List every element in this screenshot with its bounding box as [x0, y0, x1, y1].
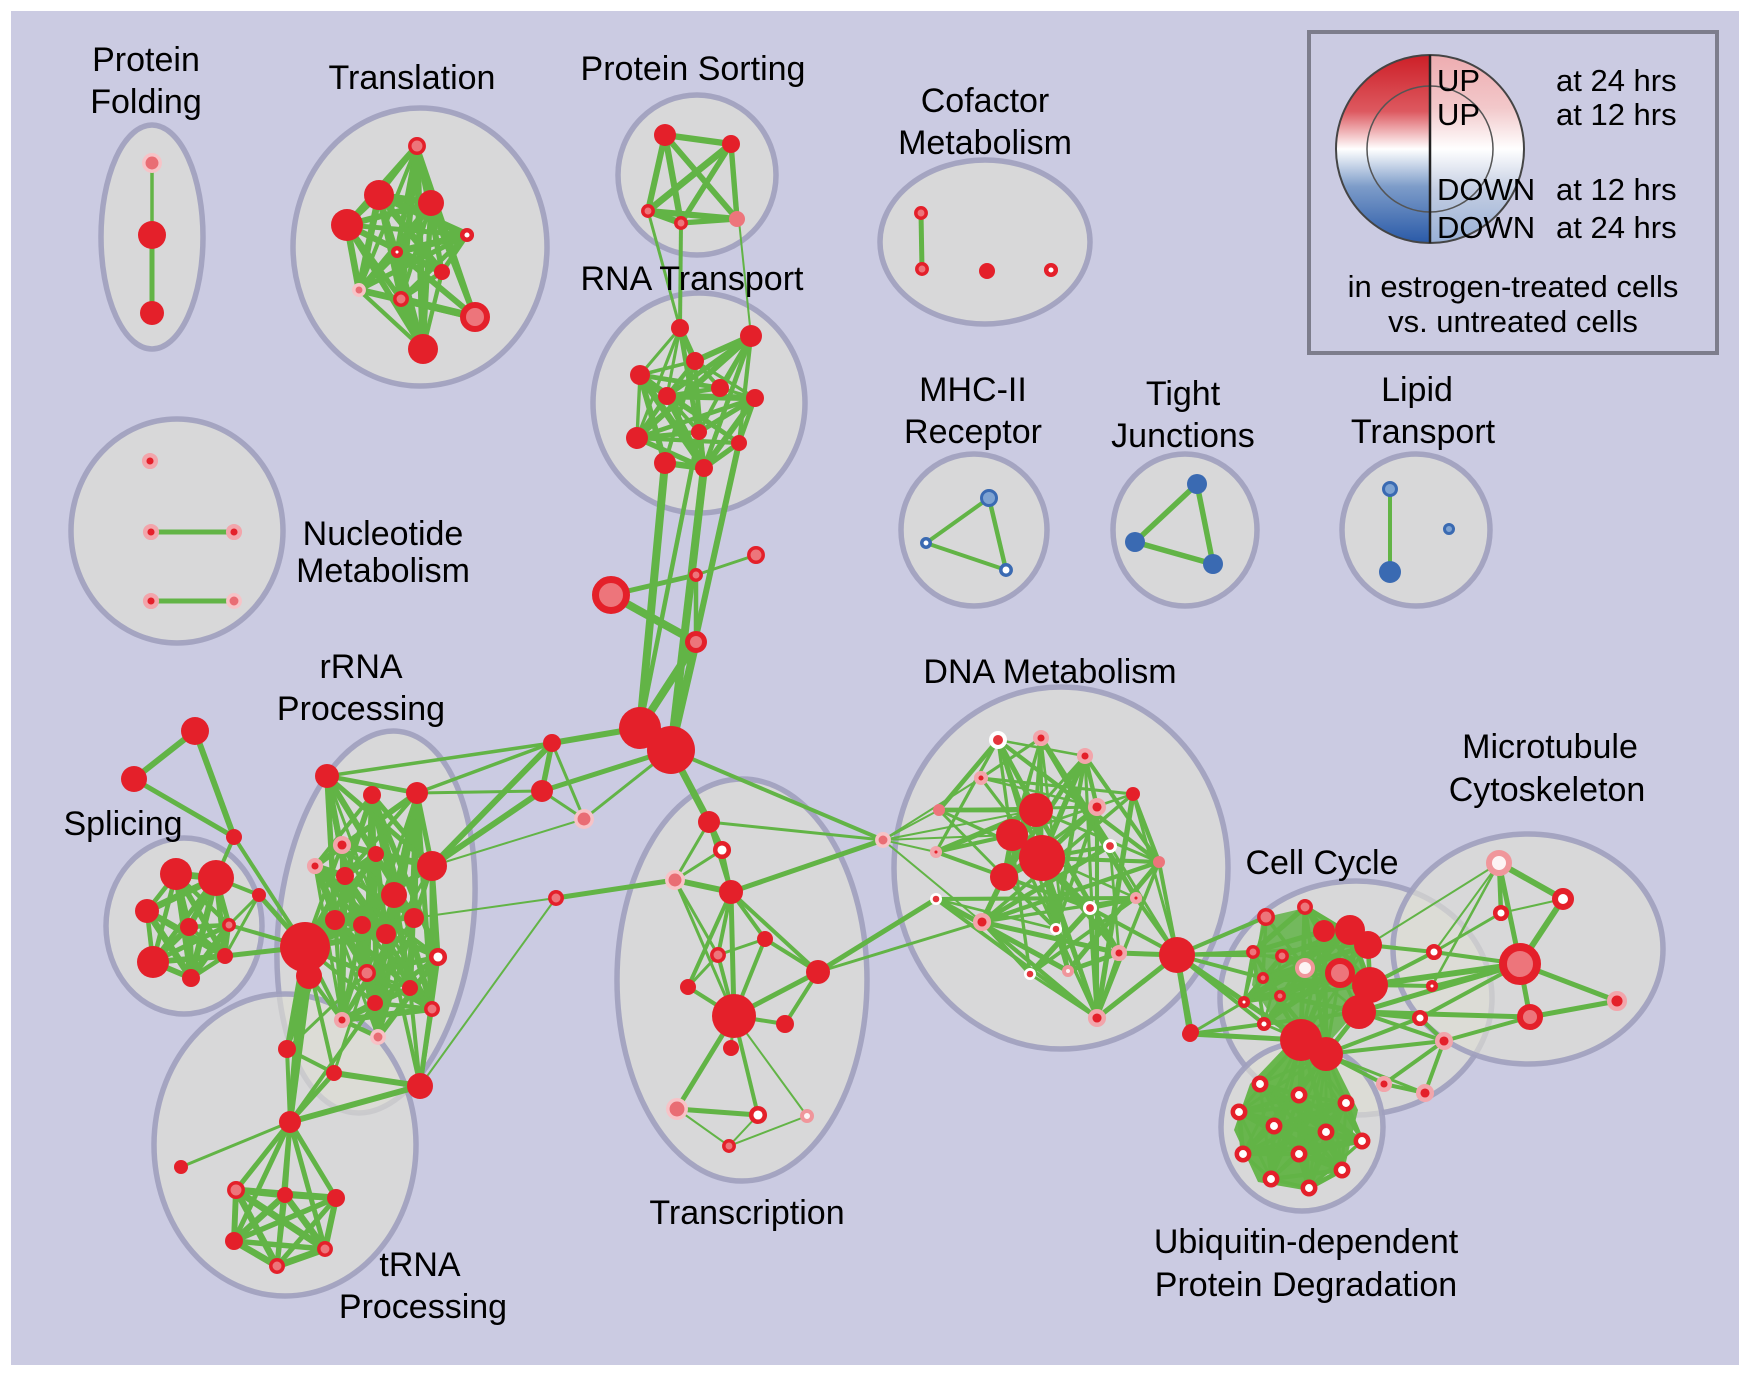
svg-text:Transport: Transport	[1351, 413, 1496, 451]
svg-text:vs. untreated cells: vs. untreated cells	[1388, 304, 1638, 339]
svg-text:Cell Cycle: Cell Cycle	[1245, 844, 1398, 882]
svg-text:DOWN: DOWN	[1437, 210, 1535, 245]
svg-text:Protein Degradation: Protein Degradation	[1155, 1266, 1457, 1304]
svg-text:Cofactor: Cofactor	[921, 82, 1050, 120]
svg-text:Protein Sorting: Protein Sorting	[581, 50, 806, 88]
svg-text:MHC-II: MHC-II	[919, 371, 1027, 409]
svg-text:Processing: Processing	[277, 690, 445, 728]
svg-text:Cytoskeleton: Cytoskeleton	[1449, 771, 1646, 809]
svg-text:Lipid: Lipid	[1381, 371, 1453, 409]
svg-text:at 24 hrs: at 24 hrs	[1556, 63, 1677, 98]
svg-text:at 12 hrs: at 12 hrs	[1556, 97, 1677, 132]
svg-text:rRNA: rRNA	[319, 648, 402, 686]
svg-text:UP: UP	[1437, 97, 1480, 132]
svg-text:Transcription: Transcription	[649, 1194, 844, 1232]
svg-text:Receptor: Receptor	[904, 413, 1042, 451]
svg-text:Translation: Translation	[329, 59, 496, 97]
svg-text:Ubiquitin-dependent: Ubiquitin-dependent	[1154, 1223, 1459, 1261]
svg-text:Protein: Protein	[92, 41, 200, 79]
svg-text:DOWN: DOWN	[1437, 172, 1535, 207]
svg-text:Folding: Folding	[90, 83, 202, 121]
svg-text:at 24 hrs: at 24 hrs	[1556, 210, 1677, 245]
svg-text:DNA Metabolism: DNA Metabolism	[923, 653, 1176, 691]
svg-text:Metabolism: Metabolism	[296, 552, 470, 590]
svg-text:tRNA: tRNA	[379, 1246, 461, 1284]
svg-text:RNA Transport: RNA Transport	[581, 260, 805, 298]
svg-text:Splicing: Splicing	[63, 805, 182, 843]
svg-text:Metabolism: Metabolism	[898, 124, 1072, 162]
svg-text:Microtubule: Microtubule	[1462, 728, 1638, 766]
svg-text:Nucleotide: Nucleotide	[303, 515, 464, 553]
svg-text:Junctions: Junctions	[1111, 417, 1255, 455]
svg-text:in estrogen-treated cells: in estrogen-treated cells	[1348, 269, 1679, 304]
svg-text:at 12 hrs: at 12 hrs	[1556, 172, 1677, 207]
svg-text:UP: UP	[1437, 63, 1480, 98]
svg-text:Tight: Tight	[1146, 375, 1221, 413]
svg-text:Processing: Processing	[339, 1288, 507, 1326]
